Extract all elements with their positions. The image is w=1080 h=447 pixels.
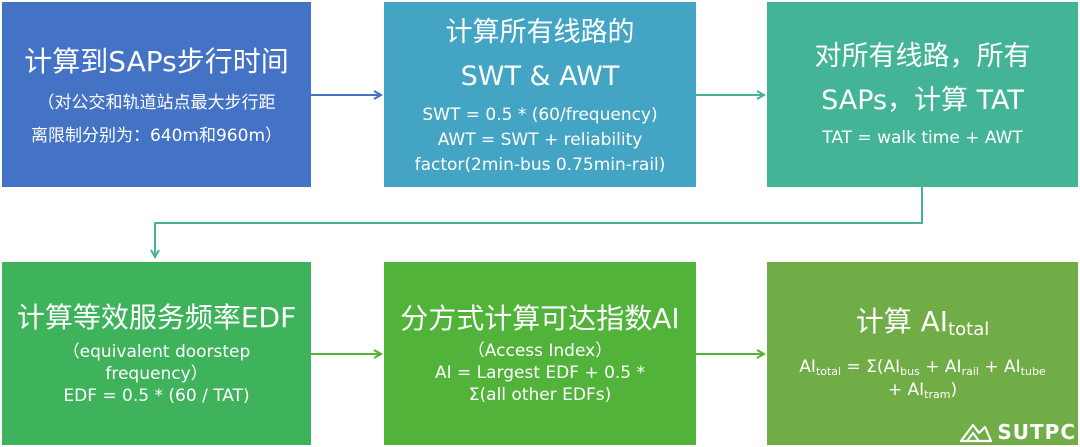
f-plus-2: + AI <box>978 356 1021 377</box>
step-box-tat: 对所有线路，所有 SAPs，计算 TAT TAT = walk time + A… <box>767 2 1078 187</box>
f-sub-tram: tram <box>924 388 951 402</box>
step-desc-line-1: （equivalent doorstep <box>62 341 251 362</box>
step-box-walk-time: 计算到SAPs步行时间 （对公交和轨道站点最大步行距 离限制分别为：640m和9… <box>2 2 311 187</box>
formula-awt-line-2: factor(2min-bus 0.75min-rail) <box>414 154 666 175</box>
step-title-line-2: SWT & AWT <box>460 60 620 92</box>
sutpc-logo: SUTPC <box>959 419 1076 445</box>
step-title-line-1: 对所有线路，所有 <box>814 41 1031 73</box>
f-sub-bus: bus <box>900 364 920 378</box>
step-title-line-1: 计算所有线路的 <box>445 16 635 48</box>
sutpc-logo-icon <box>960 423 993 443</box>
formula-awt-line-1: AWT = SWT + reliability <box>437 129 643 150</box>
f-sub-total: total <box>815 364 842 378</box>
formula-ai-line-1: AI = Largest EDF + 0.5 * <box>434 362 646 383</box>
step-title-line-2: SAPs，计算 TAT <box>821 84 1024 116</box>
f-plus-3: + AI <box>887 380 925 401</box>
formula-ai-total-line-1: AItotal = Σ(AIbus + AIrail + AItube <box>799 356 1045 379</box>
formula-edf: EDF = 0.5 * (60 / TAT) <box>63 386 250 407</box>
step-box-edf: 计算等效服务频率EDF （equivalent doorstep frequen… <box>2 262 311 445</box>
step-title: 计算 AItotal <box>856 304 990 342</box>
step-desc-line-2: frequency） <box>105 363 208 384</box>
f-ai: AI <box>799 356 816 377</box>
f-sub-tube: tube <box>1020 364 1046 378</box>
formula-swt: SWT = 0.5 * (60/frequency) <box>422 105 658 126</box>
f-close: ) <box>950 380 958 401</box>
step-note-line-1: （对公交和轨道站点最大步行距 <box>37 93 276 113</box>
step-title: 分方式计算可达指数AI <box>400 301 680 335</box>
step-box-ai-total: 计算 AItotal AItotal = Σ(AIbus + AIrail + … <box>767 262 1078 445</box>
title-subscript: total <box>948 319 990 341</box>
step-note-line-2: 离限制分别为：640m和960m） <box>30 126 282 147</box>
f-sub-rail: rail <box>961 364 979 378</box>
arrow-step3-to-step4 <box>155 187 923 256</box>
formula-ai-total-line-2: + AItram) <box>888 379 957 402</box>
step-title: 计算等效服务频率EDF <box>16 300 297 334</box>
f-eq: = Σ(AI <box>841 356 901 377</box>
formula-ai-line-2: Σ(all other EDFs) <box>468 385 612 406</box>
step-desc: （Access Index） <box>467 340 613 361</box>
formula-tat: TAT = walk time + AWT <box>822 127 1023 148</box>
f-plus-1: + AI <box>919 356 962 377</box>
step-title: 计算到SAPs步行时间 <box>24 45 289 78</box>
title-prefix: 计算 AI <box>855 305 949 339</box>
logo-text: SUTPC <box>997 420 1076 444</box>
step-box-swt-awt: 计算所有线路的 SWT & AWT SWT = 0.5 * (60/freque… <box>384 2 696 187</box>
step-box-access-index: 分方式计算可达指数AI （Access Index） AI = Largest … <box>384 262 696 445</box>
